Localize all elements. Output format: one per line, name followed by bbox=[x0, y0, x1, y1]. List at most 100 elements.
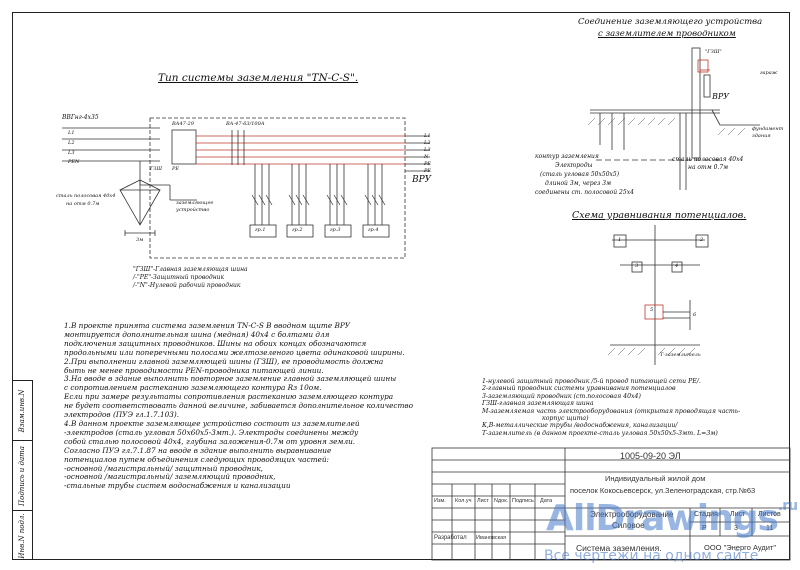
note-line: не будет соответствовать данной величине… bbox=[64, 401, 414, 411]
tb-doc-code: 1005-09-20 ЭЛ bbox=[620, 451, 681, 461]
phase-in-l3: L3 bbox=[68, 150, 75, 156]
cable-label: ВВГнг-4х35 bbox=[62, 114, 99, 121]
legend2-item: корпус щита) bbox=[542, 415, 589, 423]
group-label-2: гр.2 bbox=[292, 227, 303, 233]
legend2-item: К,В-металлические трубы /водоснабжения, … bbox=[482, 422, 678, 430]
tb-header-sign: Подпись bbox=[512, 498, 534, 504]
phase-in-l1: L1 bbox=[68, 130, 75, 136]
ground-strip-label: сталь полосовая 40х4 bbox=[56, 193, 116, 199]
ground-device-label-2: устройство bbox=[176, 207, 210, 213]
note-line: продольными или поперечными полосами жел… bbox=[64, 347, 405, 357]
potential-title: Схема уравнивания потенциалов. bbox=[572, 210, 747, 221]
legend2-item: 3-заземляющий проводник (ст.полосовая 40… bbox=[482, 392, 641, 400]
pot-mark-1: 1 bbox=[618, 237, 622, 243]
group-label-1: гр.1 bbox=[255, 227, 266, 233]
tb-stage-header: Стадия bbox=[694, 511, 718, 518]
note-line: электродов (ПУЭ гл.1.7.103). bbox=[64, 410, 180, 420]
tb-object-line2: поселок Кокосьевсерск, ул.Зеленоградская… bbox=[570, 486, 756, 495]
tb-person: Ивановская bbox=[476, 535, 507, 541]
legend2-item: 1-нулевой защитный проводник /5-й провод… bbox=[482, 378, 701, 385]
note-line: -основной /магистральный/ защитный прово… bbox=[64, 463, 263, 473]
note-line: подключения защитных проводников. Шины н… bbox=[64, 338, 367, 348]
tb-header-date: Дата bbox=[540, 498, 553, 504]
pot-ground-label: Т-заземлитель bbox=[660, 352, 701, 358]
tb-sheet-name: Система заземления. bbox=[576, 543, 662, 553]
tb-object-line1: Индивидуальный жилой дом bbox=[605, 474, 706, 483]
watermark-tld: .ru bbox=[777, 498, 798, 514]
note-line: -основной /магистральный/ заземляющий пр… bbox=[64, 472, 276, 482]
tb-header-ndok: Nдок. bbox=[494, 498, 509, 504]
phase-out-l1: L1 bbox=[424, 133, 431, 139]
tb-listov-header: Листов bbox=[758, 511, 781, 518]
tb-role: Разработал bbox=[434, 535, 467, 541]
pot-mark-2: 2 bbox=[700, 237, 704, 243]
note-line: -стальные трубы систем водоснабжения и к… bbox=[64, 481, 291, 491]
watermark-brand: AllDrawings bbox=[546, 498, 779, 539]
note-line: -электродов (сталь угловая 50х60х5-3мт.)… bbox=[64, 427, 359, 437]
phase-out-n: N bbox=[424, 154, 429, 160]
legend1-item-1: "ГЗШ"-Главная заземляющая шина bbox=[133, 266, 248, 273]
side-stamp-sign: Подпись и дата bbox=[12, 440, 32, 510]
note-line: потенциалов путем объединения следующих … bbox=[64, 454, 329, 464]
connection-title-line1: Соединение заземляющего устройства bbox=[578, 17, 763, 27]
conn-garage-label: гараж bbox=[760, 70, 778, 76]
tb-stage: Р bbox=[702, 525, 707, 532]
phase-out-l2: L2 bbox=[424, 140, 431, 146]
group-label-4: гр.4 bbox=[368, 227, 379, 233]
note-line: 1.В проекте принята система заземления T… bbox=[64, 321, 351, 330]
note-line: 2.При выполнении главной заземляющей шин… bbox=[64, 356, 384, 366]
pot-mark-5: 5 bbox=[650, 307, 654, 313]
conn-contour-4: длиной 3м, через 3м bbox=[545, 180, 612, 187]
legend2-item: Т-заземлитель (в данном проекте-сталь уг… bbox=[482, 429, 718, 437]
side-stamp-inv: Инв.N подл. bbox=[12, 510, 32, 560]
tb-list-header: Лист bbox=[730, 511, 746, 518]
tb-sheet: 3 bbox=[734, 525, 738, 532]
ground-depth-label: на отм 0.7м bbox=[66, 201, 100, 207]
conn-foundation-1: фундамент bbox=[752, 126, 784, 132]
dimension-label: 3м bbox=[136, 237, 144, 243]
note-line: быть не менее проводимости PEN-проводник… bbox=[64, 365, 324, 375]
legend2-item: М-заземляемая часть электрооборудования … bbox=[482, 407, 741, 415]
note-line: 3.На вводе в здание выполнить повторное … bbox=[64, 374, 397, 384]
watermark-tagline: Все чертежи на одном сайте bbox=[544, 548, 759, 564]
side-stamp-replace: Взам.инв.N bbox=[12, 380, 32, 440]
side-stamp: Взам.инв.N Подпись и дата Инв.N подл. bbox=[12, 380, 33, 560]
phase-in-pen: PEN bbox=[68, 159, 80, 165]
group-label-3: гр.3 bbox=[330, 227, 341, 233]
conn-strip-2: на отм 0.7м bbox=[688, 164, 729, 171]
note-line: собой сталью полосовой 40х4, глубина зал… bbox=[64, 436, 356, 446]
conn-contour-2: Электроды bbox=[555, 162, 593, 169]
conn-contour-5: соединены ст. полосовой 25х4 bbox=[535, 189, 634, 196]
tb-sheets: 11 bbox=[766, 525, 774, 532]
gzsh-label: ГЗШ bbox=[150, 166, 163, 172]
watermark-logo: AllDrawings.ru bbox=[546, 498, 798, 539]
conn-contour-3: (сталь угловая 50х50х5) bbox=[540, 171, 620, 178]
legend2-item: 2-главный проводник системы уравнивания … bbox=[482, 385, 676, 393]
main-schema-title: Тип системы заземления "TN-C-S". bbox=[158, 72, 359, 84]
tb-company: ООО "Энерго Аудит" bbox=[704, 543, 777, 552]
note-line: Согласно ПУЭ гл.7.1.87 на вводе в здание… bbox=[64, 445, 332, 455]
note-line: 4.В данном проекте заземляющее устройств… bbox=[64, 418, 360, 428]
tb-header-izm: Изм. bbox=[434, 498, 446, 504]
legend1-item-2: /-"PE"-Защитный проводник bbox=[133, 274, 225, 281]
pe-label: PE bbox=[172, 166, 180, 172]
breaker1-label: ВА47-29 bbox=[172, 121, 194, 127]
tb-section-1: Электрооборудование bbox=[590, 510, 674, 519]
conn-foundation-2: здания bbox=[752, 133, 771, 139]
ground-device-label-1: заземляющее bbox=[176, 200, 214, 206]
note-line: монтируется дополнительная шина (медная)… bbox=[64, 329, 330, 339]
tb-header-list: Лист bbox=[477, 498, 489, 504]
potential-legend: 1-нулевой защитный проводник /5-й провод… bbox=[482, 378, 740, 437]
phase-out-pe1: PE bbox=[424, 161, 432, 167]
tb-header-koluch: Кол.уч bbox=[455, 498, 472, 504]
vru-label: ВРУ bbox=[412, 175, 432, 185]
breaker2-label: ВА-47-63/100А bbox=[226, 121, 265, 127]
tb-section-2: Силовое bbox=[612, 521, 645, 530]
pot-mark-4: 4 bbox=[675, 263, 679, 269]
note-line: с сопротивлением растеканию заземляющего… bbox=[64, 383, 322, 393]
pot-mark-3: 3 bbox=[635, 263, 639, 269]
connection-title-line2: с заземлителем проводником bbox=[598, 29, 736, 39]
pot-mark-6: 6 bbox=[693, 312, 697, 318]
conn-contour-1: контур заземления bbox=[535, 153, 599, 160]
